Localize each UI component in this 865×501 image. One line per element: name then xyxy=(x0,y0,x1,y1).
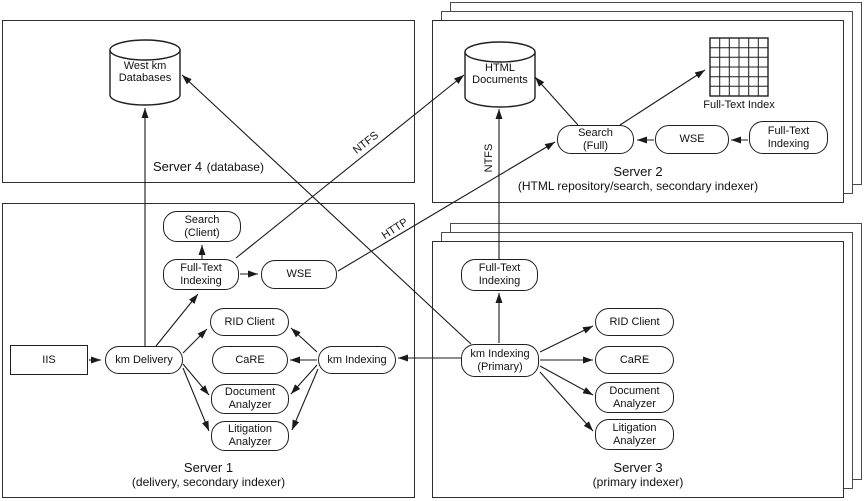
server3-label: Server 3 (primary indexer) xyxy=(432,460,844,489)
full-text-index-grid xyxy=(709,37,769,97)
edge-km-indexing-primary-to-document-analyzer-s3 xyxy=(539,365,594,396)
node-litigation-analyzer-server1-label: Litigation Analyzer xyxy=(227,423,273,448)
server2-name: Server 2 xyxy=(613,164,663,179)
node-rid-client-server3: RID Client xyxy=(595,308,674,336)
node-document-analyzer-server3-label: Document Analyzer xyxy=(609,384,660,410)
edge-search-full-to-full-text-index xyxy=(619,69,706,126)
server3-name: Server 3 xyxy=(613,460,663,475)
node-full-text-indexing-server1-label: Full-Text Indexing xyxy=(180,261,222,287)
full-text-index-label: Full-Text Index xyxy=(703,99,775,111)
edge-km-delivery-to-full-text-indexing-s1 xyxy=(155,293,199,347)
edge-search-full-to-html-documents xyxy=(534,76,579,126)
node-km-delivery: km Delivery xyxy=(105,346,183,374)
edge-wse-s1-to-search-full-http xyxy=(337,141,556,272)
server1-label: Server 1 (delivery, secondary indexer) xyxy=(2,460,415,489)
node-full-text-indexing-server1: Full-Text Indexing xyxy=(163,259,239,290)
node-rid-client-server1-label: RID Client xyxy=(224,315,275,328)
server1-name: Server 1 xyxy=(183,460,234,475)
html-documents-label: HTML Documents xyxy=(472,62,528,86)
west-km-databases-cylinder xyxy=(109,39,181,106)
node-care-server3: CaRE xyxy=(595,346,674,374)
server4-name: Server 4 xyxy=(153,159,203,174)
server3-subtitle: (primary indexer) xyxy=(592,475,684,489)
node-km-indexing-primary: km Indexing (Primary) xyxy=(461,344,539,377)
node-km-indexing-server1: km Indexing xyxy=(318,346,396,374)
edge-km-indexing-s1-to-document-analyzer xyxy=(290,364,318,395)
node-search-full-label: Search (Full) xyxy=(578,126,613,152)
html-documents-cylinder xyxy=(464,41,536,108)
node-km-indexing-server1-label: km Indexing xyxy=(327,353,387,366)
node-rid-client-server3-label: RID Client xyxy=(609,315,660,328)
node-document-analyzer-server1: Document Analyzer xyxy=(211,384,289,414)
server4-subtitle: (database) xyxy=(206,160,264,174)
server2-label: Server 2 (HTML repository/search, second… xyxy=(432,164,844,193)
node-full-text-indexing-server3-label: Full-Text Indexing xyxy=(478,262,521,287)
edge-km-delivery-to-rid-client xyxy=(182,328,208,354)
node-iis: IIS xyxy=(10,345,88,375)
node-search-client: Search (Client) xyxy=(163,211,241,242)
node-wse-server1-label: WSE xyxy=(286,268,312,280)
edge-km-indexing-s1-to-litigation-analyzer xyxy=(291,368,319,431)
node-wse-server1: WSE xyxy=(261,260,337,289)
west-km-databases-label: West km Databases xyxy=(118,60,172,84)
edge-km-delivery-to-document-analyzer xyxy=(182,363,210,396)
ntfs-vertical-edge-label: NTFS xyxy=(483,143,495,173)
server4-label: Server 4 (database) xyxy=(2,158,415,176)
node-care-server3-label: CaRE xyxy=(619,353,650,366)
edge-full-text-indexing-s1-to-html-documents-ntfs xyxy=(235,74,465,259)
node-full-text-indexing-server3: Full-Text Indexing xyxy=(461,259,538,291)
server1-subtitle: (delivery, secondary indexer) xyxy=(131,475,286,489)
node-full-text-indexing-server2: Full-Text Indexing xyxy=(749,121,828,154)
edge-km-indexing-primary-to-west-km-databases xyxy=(181,74,472,345)
node-wse-server2-label: WSE xyxy=(679,133,705,145)
node-km-indexing-primary-label: km Indexing (Primary) xyxy=(470,347,530,373)
node-rid-client-server1: RID Client xyxy=(210,308,289,336)
node-search-full: Search (Full) xyxy=(557,125,634,154)
edge-km-indexing-primary-to-litigation-analyzer-s3 xyxy=(539,371,594,432)
node-litigation-analyzer-server3-label: Litigation Analyzer xyxy=(612,421,657,447)
node-iis-label: IIS xyxy=(42,353,56,366)
server2-subtitle: (HTML repository/search, secondary index… xyxy=(517,179,759,193)
server4-box xyxy=(2,20,415,183)
node-document-analyzer-server3: Document Analyzer xyxy=(595,382,674,413)
edge-km-delivery-to-litigation-analyzer xyxy=(182,367,210,432)
node-litigation-analyzer-server3: Litigation Analyzer xyxy=(595,419,674,450)
edge-km-indexing-s1-to-rid-client xyxy=(290,327,318,353)
node-care-server1-label: CaRE xyxy=(235,353,265,366)
node-km-delivery-label: km Delivery xyxy=(115,353,173,366)
edge-km-indexing-primary-to-rid-client-s3 xyxy=(539,325,594,353)
node-document-analyzer-server1-label: Document Analyzer xyxy=(224,386,276,411)
node-wse-server2: WSE xyxy=(655,125,729,154)
node-litigation-analyzer-server1: Litigation Analyzer xyxy=(211,421,289,451)
node-search-client-label: Search (Client) xyxy=(184,213,220,239)
node-care-server1: CaRE xyxy=(212,346,288,374)
node-full-text-indexing-server2-label: Full-Text Indexing xyxy=(767,124,810,150)
